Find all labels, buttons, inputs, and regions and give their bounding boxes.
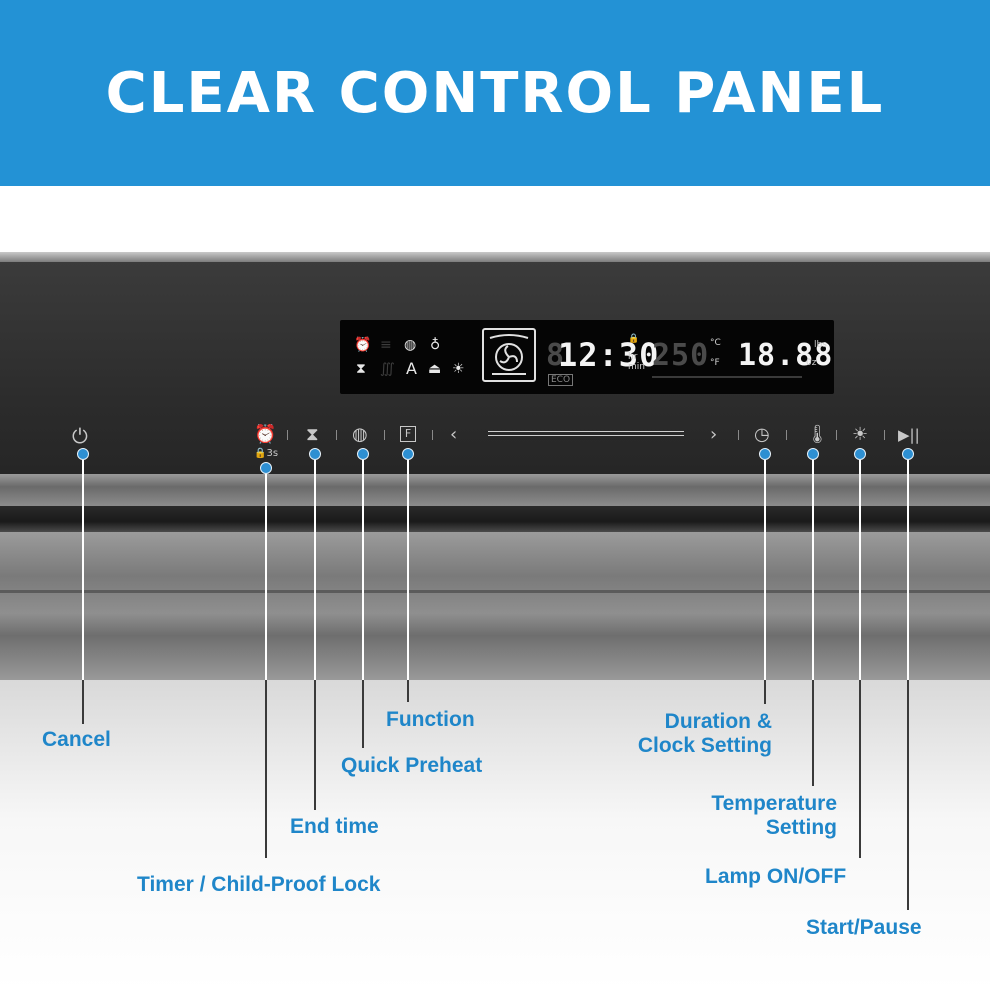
lbs-unit: lbs <box>814 340 827 350</box>
function-icon[interactable]: F <box>400 426 416 442</box>
separator <box>287 430 288 440</box>
temperature-readout: 250 <box>652 338 710 373</box>
lamp-icon: ☀ <box>452 361 465 377</box>
chevron-left-icon[interactable]: ‹ <box>450 424 458 445</box>
callout-start-pause: Start/Pause <box>806 916 922 939</box>
celsius-unit: °C <box>710 338 721 348</box>
dish-icon: ⏏ <box>428 361 442 377</box>
leader-line-timer <box>265 680 267 858</box>
quick-preheat-icon: ◍ <box>404 337 417 353</box>
leader-line-start-pause <box>907 680 909 910</box>
callout-duration: Duration & Clock Setting <box>637 710 772 757</box>
leader-line-temperature <box>812 680 814 786</box>
leader-line-start-pause <box>907 460 909 680</box>
leader-line-temperature <box>812 460 814 680</box>
leader-line-function <box>407 680 409 702</box>
thermometer-icon[interactable]: 🌡 <box>806 424 829 445</box>
ounce-unit: 0z <box>806 358 817 368</box>
quick-preheat-icon[interactable]: ◍ <box>352 424 368 445</box>
play-pause-icon[interactable]: ▶|| <box>898 426 920 444</box>
background-fade <box>0 680 990 990</box>
child-lock-hint: 🔒3s <box>254 448 279 459</box>
clock-icon[interactable]: ◷ <box>754 424 770 445</box>
leader-line-end-time <box>314 680 316 810</box>
door-gap <box>0 506 990 532</box>
leader-line-timer <box>265 474 267 680</box>
auto-mode-letter: A <box>406 359 417 378</box>
separator <box>884 430 885 440</box>
leader-line-duration <box>764 460 766 680</box>
lamp-icon[interactable]: ☀ <box>852 424 869 445</box>
separator <box>432 430 433 440</box>
leader-line-quick-preheat <box>362 460 364 680</box>
weight-readout: 18.88 <box>738 338 834 373</box>
leader-line-lamp <box>859 460 861 680</box>
eco-indicator: ECO <box>548 374 574 386</box>
lock-indicator-icon: 🔒 <box>628 334 640 344</box>
fan-icon <box>482 328 536 382</box>
steam-icon: ♁ <box>430 337 441 353</box>
separator <box>336 430 337 440</box>
alarm-clock-icon[interactable]: ⏰ <box>254 424 277 445</box>
oven-display: ⏰ ≡ ◍ ♁ ⧗ ∭ A ⏏ ☀ 8 12:30 🔒 hr min 250 °… <box>340 320 834 394</box>
heat-icon: ∭ <box>380 361 395 377</box>
callout-dot-timer <box>260 462 272 474</box>
power-icon[interactable]: ⏻ <box>72 424 88 448</box>
callout-quick-preheat: Quick Preheat <box>341 754 483 777</box>
leader-line-function <box>407 460 409 680</box>
progress-bar <box>652 376 802 378</box>
callout-dot-lamp <box>854 448 866 460</box>
callout-lamp: Lamp ON/OFF <box>705 865 847 888</box>
leader-line-cancel <box>82 460 84 680</box>
hour-unit: hr <box>628 352 638 362</box>
separator <box>384 430 385 440</box>
callout-dot-duration <box>759 448 771 460</box>
callout-dot-cancel <box>77 448 89 460</box>
oven-door <box>0 532 990 680</box>
separator <box>738 430 739 440</box>
callout-function: Function <box>386 708 475 731</box>
leader-line-quick-preheat <box>362 680 364 748</box>
callout-timer-lock: Timer / Child-Proof Lock <box>137 873 381 896</box>
leader-line-duration <box>764 680 766 704</box>
leader-line-cancel <box>82 680 84 724</box>
hourglass-icon: ⧗ <box>356 361 366 377</box>
callout-dot-function <box>402 448 414 460</box>
leader-line-lamp <box>859 680 861 858</box>
callout-end-time: End time <box>290 815 379 838</box>
grill-icon: ≡ <box>380 337 392 353</box>
minute-unit: min <box>628 362 645 372</box>
callout-dot-quick-preheat <box>357 448 369 460</box>
separator <box>786 430 787 440</box>
chevron-right-icon[interactable]: › <box>710 424 718 445</box>
hourglass-icon[interactable]: ⧗ <box>306 424 319 445</box>
leader-line-end-time <box>314 460 316 680</box>
callout-temperature: Temperature Setting <box>711 792 837 839</box>
callout-cancel: Cancel <box>42 728 111 751</box>
callout-dot-end-time <box>309 448 321 460</box>
page-title: CLEAR CONTROL PANEL <box>105 60 885 126</box>
value-slider[interactable] <box>488 431 684 436</box>
fahrenheit-unit: °F <box>710 358 720 368</box>
separator <box>836 430 837 440</box>
panel-trim <box>0 474 990 506</box>
oven-top-edge <box>0 252 990 264</box>
alarm-clock-icon: ⏰ <box>354 337 372 353</box>
header-banner: CLEAR CONTROL PANEL <box>0 0 990 186</box>
door-divider <box>0 590 990 593</box>
callout-dot-start-pause <box>902 448 914 460</box>
clock-readout: 12:30 <box>558 336 660 374</box>
callout-dot-temperature <box>807 448 819 460</box>
